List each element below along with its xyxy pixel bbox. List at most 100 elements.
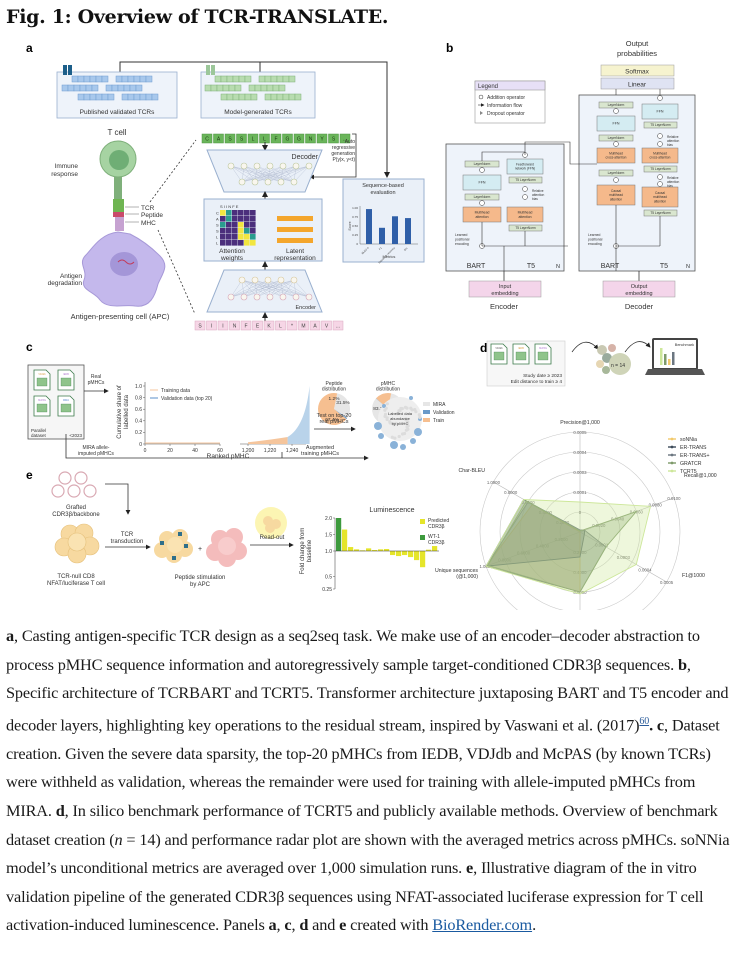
caption-punct: . — [649, 715, 657, 735]
bubble — [385, 416, 389, 420]
t5-layernorm-block-label: T5 LayerNorm — [515, 226, 536, 230]
caption-sep: , — [291, 915, 300, 935]
t-cell-cluster-icon — [54, 523, 100, 564]
caption-text-a: , Casting antigen-specific TCR design as… — [6, 626, 700, 674]
sequence-cell — [266, 84, 274, 92]
bubble — [410, 408, 414, 412]
luminescence-bar — [426, 549, 432, 551]
plus-sign: + — [198, 546, 202, 553]
enc-bart-label: BART — [467, 263, 486, 270]
ffn-block-label: FFN — [479, 181, 486, 185]
reference-link[interactable]: 60 — [639, 715, 650, 727]
heatmap-cell — [250, 234, 256, 240]
sequence-cell — [123, 84, 131, 92]
attention-weights-label-2: weights — [220, 255, 244, 262]
sequence-cell — [278, 84, 286, 92]
caption-label-c: c — [656, 715, 664, 735]
connection — [230, 279, 282, 298]
read-out-label: Read-out — [260, 535, 285, 541]
addition-operator-icon — [613, 141, 619, 147]
y-axis-label-2: labelled data — [124, 394, 130, 429]
connection — [293, 165, 310, 183]
layernorm-block — [598, 101, 634, 109]
immune-response-label-1: Immune — [55, 163, 79, 170]
token-box — [282, 133, 293, 144]
luminescence-bar — [336, 518, 342, 551]
heatmap-cell — [244, 216, 250, 222]
x-tick-label: 60 — [217, 448, 223, 454]
tcr-label: TCR — [141, 205, 155, 212]
heatmap-cell — [238, 228, 244, 234]
sequence-cell — [234, 84, 242, 92]
panel-label-d: d — [480, 341, 487, 355]
bubble — [405, 406, 409, 410]
addition-operator-icon — [657, 133, 663, 139]
causal-multihead-block-label: multihead — [609, 193, 623, 197]
y-tick-label: 0.25 — [322, 587, 332, 593]
tcr-transduction-label-2: transduction — [111, 539, 144, 545]
heatmap-cell — [238, 222, 244, 228]
decoder-label: Decoder — [292, 154, 319, 161]
sequence-cell — [204, 84, 212, 92]
database-label: IEDB — [63, 373, 69, 376]
learned-positional-label: Learned — [455, 233, 468, 237]
biorender-link[interactable]: BioRender.com — [432, 915, 533, 935]
layernorm-block — [598, 169, 634, 177]
apc-nucleus — [110, 252, 138, 276]
sequence-cell — [238, 93, 246, 101]
neuron-node — [266, 293, 274, 301]
x-tick-label: 1,240 — [286, 448, 299, 454]
connection — [267, 165, 310, 183]
radar-tick-label: 0.0005 — [573, 430, 587, 435]
neuron-node — [266, 162, 274, 170]
relative-bias-label: bias — [532, 197, 538, 201]
sequence-cell — [232, 75, 240, 83]
sequence-cell — [254, 84, 262, 92]
token-label: A — [313, 324, 317, 330]
radar-legend-marker — [670, 437, 674, 441]
autoregressive-label-2: regressive — [332, 145, 355, 151]
heatmap-cell — [220, 216, 226, 222]
panel-label-c: c — [26, 340, 33, 354]
radar-legend-label: TCRT5 — [680, 469, 697, 475]
parallel-dataset-label-1: Parallel — [31, 428, 46, 433]
radar-legend-marker — [670, 445, 674, 449]
multihead-attention-block — [506, 206, 544, 223]
sequence-cell — [244, 93, 252, 101]
layernorm-block-label: LayerNorm — [474, 195, 491, 199]
heatmap-row-label: L — [216, 241, 219, 246]
radar-axis — [579, 531, 667, 583]
multihead-cross-attention-block-label: cross-attention — [606, 156, 627, 160]
x-axis-label: Ranked pMHC — [207, 453, 250, 460]
neuron-node — [238, 178, 246, 186]
heatmap-cell — [220, 234, 226, 240]
softmax-block — [600, 64, 675, 77]
neuron-node — [305, 293, 313, 301]
token-box — [263, 320, 275, 331]
token-label: I — [211, 324, 212, 330]
pie-slice-train — [318, 392, 347, 425]
heatmap-cell — [220, 210, 226, 216]
sequence-cell — [105, 84, 113, 92]
x-tick-label: Div. — [403, 246, 409, 252]
caption-n: n — [114, 829, 123, 849]
y-tick-label: 2.0 — [325, 516, 332, 522]
token-label: * — [291, 324, 293, 330]
token-box — [275, 320, 286, 331]
learned-positional-label: encoding — [455, 242, 469, 246]
neuron-node — [251, 276, 259, 284]
attention-cols-label: S I I N F E — [220, 204, 239, 209]
bubble — [398, 409, 402, 413]
database-label: VDJdb — [38, 373, 46, 376]
x-tick-label: 1,220 — [264, 448, 277, 454]
caption-label-a: a — [6, 626, 14, 645]
token-label: M — [301, 324, 305, 330]
chart-title: Luminescence — [369, 507, 414, 514]
mira-imputed-label-2: imputed pMHCs — [78, 451, 114, 457]
y-tick-label: 0.6 — [135, 407, 142, 413]
token-box — [321, 320, 332, 331]
figure-panels: a Published validated TCRs Model-generat… — [0, 34, 733, 610]
zoom-line — [157, 229, 196, 315]
multihead-cross-attention-block-label: Multihead — [609, 151, 623, 155]
neuron-node — [238, 276, 246, 284]
